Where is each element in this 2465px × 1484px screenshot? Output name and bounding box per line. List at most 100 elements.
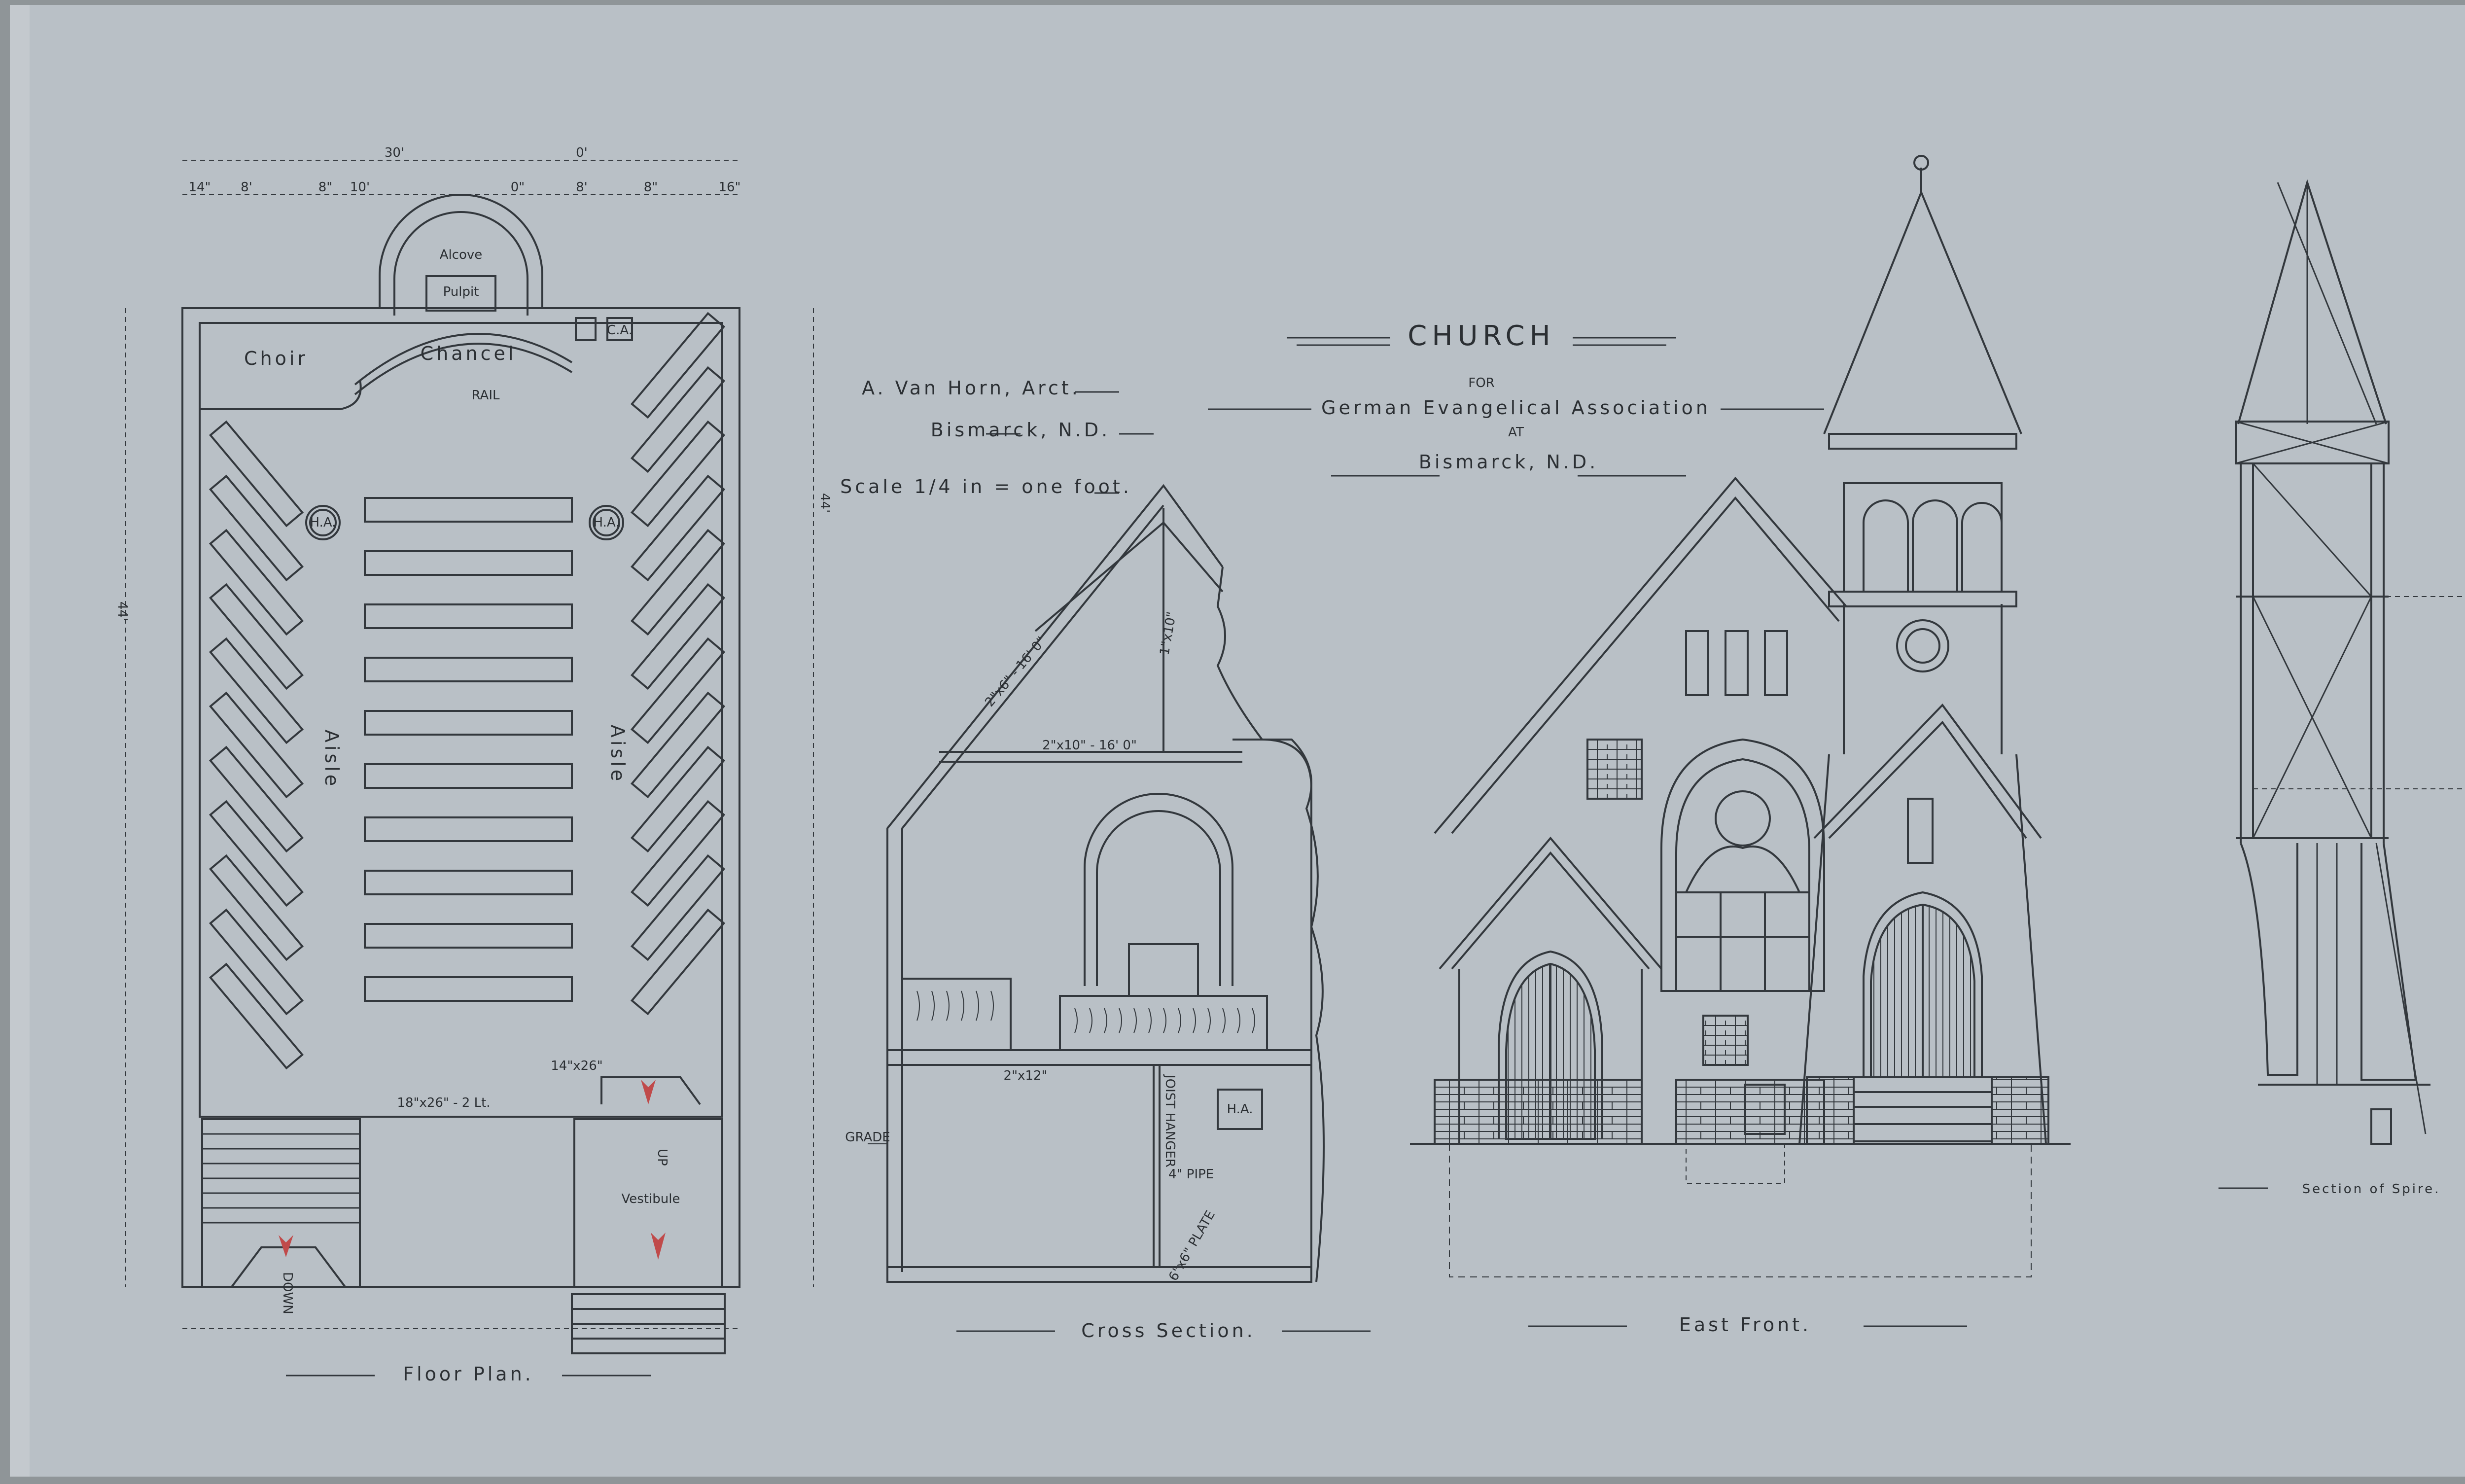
dim-seg: 8" (644, 180, 658, 195)
tower-gable (1813, 703, 2042, 839)
chimney-box (575, 317, 597, 341)
dim-seg: 8' (576, 180, 588, 195)
stair-treads (202, 1133, 360, 1224)
cross-section-caption: Cross Section. (1081, 1320, 1256, 1342)
title-city: Bismarck, N.D. (1419, 451, 1598, 473)
right-pews (630, 312, 726, 1016)
pew (364, 763, 573, 789)
dim-seg: 16" (718, 180, 740, 195)
left-pews (209, 420, 304, 1070)
title-association: German Evangelical Association (1321, 397, 1711, 419)
tower-louver (1907, 798, 1934, 864)
grade-label: GRADE (845, 1130, 890, 1145)
section-ha-label: H.A. (1227, 1102, 1253, 1117)
paper-edge-fold (10, 5, 30, 1477)
chancel-platform (354, 333, 573, 386)
gable-louver (1725, 630, 1749, 696)
architect-block (986, 391, 1154, 494)
heater-right (589, 505, 624, 540)
tower-door-arch (1863, 891, 1983, 1077)
scale-note: Scale 1/4 in = one foot. (840, 476, 1132, 497)
east-front-caption: East Front. (1679, 1314, 1811, 1336)
title-at: AT (1508, 425, 1524, 440)
down-label: DOWN (280, 1272, 295, 1314)
dim-seg: 8' (241, 180, 252, 195)
alcove-label: Alcove (440, 247, 483, 262)
paper-background (10, 5, 2465, 1477)
dim-top-overall: 30' (385, 145, 404, 160)
chancel-label: Chancel (421, 343, 517, 364)
aisle-right-label: Aisle (607, 725, 629, 784)
cross-section (868, 484, 1325, 1283)
beam-label: 2"x10" - 16' 0" (1042, 738, 1137, 753)
title-block (1208, 337, 1824, 477)
main-window (1675, 891, 1810, 992)
pew (364, 550, 573, 576)
stair-room (201, 1118, 361, 1288)
vestibule-label: Vestibule (622, 1192, 680, 1206)
pew (364, 816, 573, 842)
dim-right-overall: 44' (817, 493, 832, 513)
pulpit-box (425, 275, 496, 312)
architect-city: Bismarck, N.D. (931, 419, 1110, 441)
gable-louver (1685, 630, 1709, 696)
pulpit-desk (1128, 943, 1199, 997)
tower-quatrefoil (1896, 619, 1949, 672)
pew (364, 603, 573, 629)
section-arch (1084, 793, 1233, 986)
vestibule-room (573, 1118, 723, 1288)
rose-window (1660, 738, 1825, 992)
pipe-label: 4" PIPE (1168, 1167, 1214, 1182)
architect-name: A. Van Horn, Arct. (862, 377, 1081, 399)
choir-partition (200, 379, 362, 410)
spire-belfry-frame (2235, 421, 2390, 464)
pew (364, 657, 573, 682)
tower-belfry (1843, 482, 2003, 592)
pulpit-label: Pulpit (443, 284, 479, 299)
section-broken-edge (1216, 566, 1325, 1282)
stone-base-right (1806, 1076, 1855, 1145)
heater-left (305, 505, 341, 540)
dim-seg: 14" (188, 180, 211, 195)
dim-top-right: 0' (576, 145, 588, 160)
pew (364, 710, 573, 736)
foundation-dashed (1449, 1144, 2032, 1277)
title-church: CHURCH (1408, 320, 1555, 352)
spire-section (2235, 179, 2465, 1145)
balustrade-left (901, 978, 1012, 1051)
porch-gable (1439, 836, 1662, 970)
basement-door (1744, 1084, 1786, 1135)
heater-left-label: H.A. (310, 515, 336, 530)
roof-outline (886, 484, 1224, 829)
floor-plan-caption: Floor Plan. (403, 1363, 534, 1385)
hanger-label: JOIST HANGER (1162, 1074, 1177, 1167)
spire-caption: Section of Spire. (2302, 1182, 2441, 1197)
dim-seg: 8" (318, 180, 333, 195)
choir-label: Choir (244, 348, 308, 369)
ca-label: C.A. (607, 323, 633, 338)
pew (364, 870, 573, 895)
heater-right-label: H.A. (594, 515, 620, 530)
dim-seg: 10' (350, 180, 370, 195)
rail-label: RAIL (472, 388, 500, 403)
pew (364, 497, 573, 523)
gable-louver (1764, 630, 1788, 696)
dim-seg: 0" (511, 180, 525, 195)
up-label: UP (655, 1149, 669, 1166)
joist-label: 2"x12" (1004, 1068, 1048, 1083)
dim-left-overall: 44' (115, 601, 130, 621)
section-heater (1217, 1089, 1263, 1130)
title-for: FOR (1468, 376, 1495, 390)
ca-box (606, 317, 633, 341)
spire-finial (1913, 155, 1929, 171)
floor-plan-outer-wall (181, 307, 740, 1288)
east-front (1410, 155, 2071, 1277)
pew (364, 923, 573, 949)
porch-door-arch (1498, 950, 1603, 1139)
register-dim: 14"x26" (551, 1059, 602, 1073)
floor-plan (125, 160, 814, 1354)
main-gable (1434, 476, 1847, 834)
baluster-row (916, 990, 1255, 1033)
pew (364, 976, 573, 1002)
